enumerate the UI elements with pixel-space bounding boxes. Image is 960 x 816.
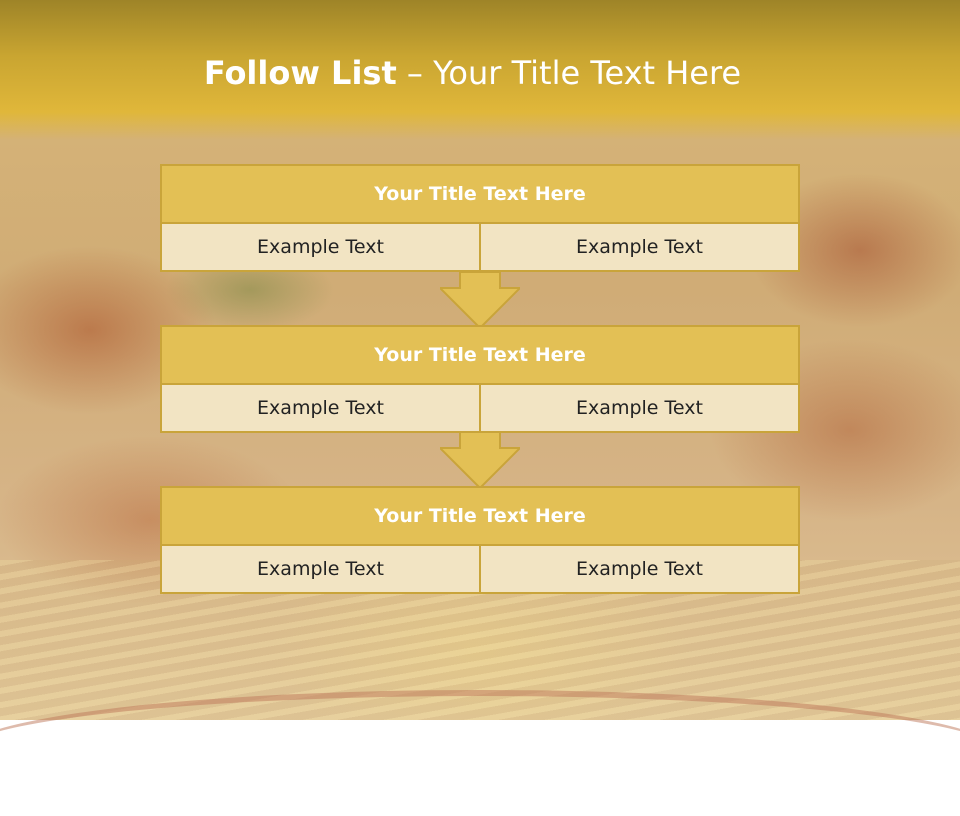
- step-title: Your Title Text Here: [162, 488, 798, 546]
- step-cell-left: Example Text: [257, 558, 384, 580]
- step-cell-right: Example Text: [479, 224, 798, 270]
- step-box-1: Your Title Text Here Example Text Exampl…: [160, 164, 800, 272]
- step-row: Example Text Example Text: [162, 546, 798, 592]
- down-arrow-icon: [440, 272, 520, 328]
- down-arrow-icon: [440, 432, 520, 488]
- slide-title: Follow List – Your Title Text Here: [0, 54, 945, 92]
- background-plate: [0, 690, 960, 816]
- title-band: [0, 0, 960, 140]
- step-title: Your Title Text Here: [162, 166, 798, 224]
- step-row: Example Text Example Text: [162, 224, 798, 270]
- step-cell-left: Example Text: [257, 236, 384, 258]
- step-title: Your Title Text Here: [162, 327, 798, 385]
- slide-title-rest: – Your Title Text Here: [396, 54, 742, 92]
- step-cell-right: Example Text: [479, 385, 798, 431]
- step-row: Example Text Example Text: [162, 385, 798, 431]
- slide-title-bold: Follow List: [203, 54, 397, 92]
- step-box-3: Your Title Text Here Example Text Exampl…: [160, 486, 800, 594]
- step-cell-right: Example Text: [479, 546, 798, 592]
- step-cell-left: Example Text: [257, 397, 384, 419]
- step-box-2: Your Title Text Here Example Text Exampl…: [160, 325, 800, 433]
